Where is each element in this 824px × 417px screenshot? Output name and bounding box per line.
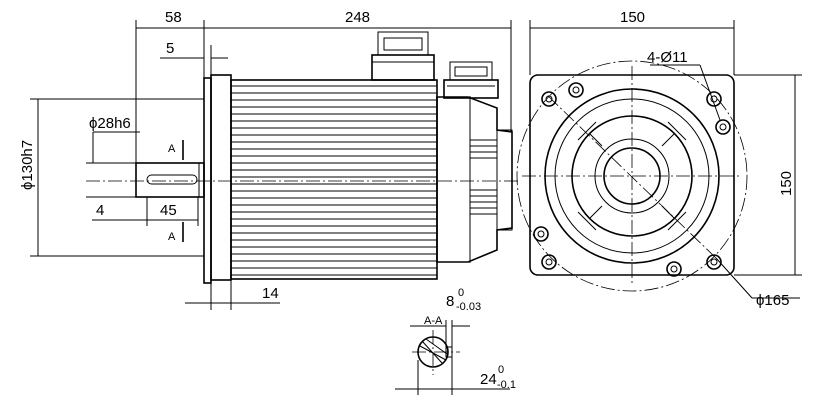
dim-165: ϕ165 — [756, 292, 789, 309]
dim-8-lower: -0.03 — [456, 301, 481, 313]
dim-150-side: 150 — [778, 171, 795, 196]
section-marker-top: A — [168, 140, 184, 160]
side-dimensions: 58 248 5 ϕ28h6 ϕ130h7 4 45 14 — [19, 9, 512, 310]
dim-130h7: ϕ130h7 — [19, 140, 36, 190]
power-connector — [371, 31, 435, 81]
dim-4-holes: 4-Ø11 — [647, 49, 688, 66]
end-view — [516, 60, 748, 292]
dim-28h6: ϕ28h6 — [89, 115, 131, 132]
section-marker-bottom: A — [168, 222, 184, 243]
dim-14: 14 — [262, 285, 279, 302]
front-flange — [203, 77, 212, 284]
dim-58: 58 — [165, 9, 182, 26]
dim-24-lower: -0.1 — [497, 379, 516, 391]
dim-150-top: 150 — [620, 9, 645, 26]
mounting-holes — [533, 82, 731, 277]
flange-body — [210, 74, 232, 281]
side-view: A A — [86, 31, 518, 284]
dim-8: 8 — [446, 293, 454, 310]
section-letter-bottom: A — [168, 231, 176, 243]
encoder-connector — [443, 61, 499, 99]
dim-8-upper: 0 — [458, 287, 464, 299]
rear-end-cap — [436, 96, 513, 263]
dim-4: 4 — [96, 202, 104, 219]
dim-5: 5 — [166, 40, 174, 57]
motor-body — [230, 79, 438, 280]
dim-45: 45 — [160, 202, 177, 219]
dim-248: 248 — [345, 9, 370, 26]
shaft — [135, 162, 205, 198]
section-letter-top: A — [168, 143, 176, 155]
end-dimensions: 150 4-Ø11 150 ϕ165 — [529, 9, 802, 309]
section-title: A-A — [424, 315, 443, 327]
dim-24: 24 — [480, 371, 497, 388]
section-a-a: A-A 8 0 -0.03 24 0 -0.1 — [395, 287, 516, 395]
dim-24-upper: 0 — [498, 364, 504, 376]
